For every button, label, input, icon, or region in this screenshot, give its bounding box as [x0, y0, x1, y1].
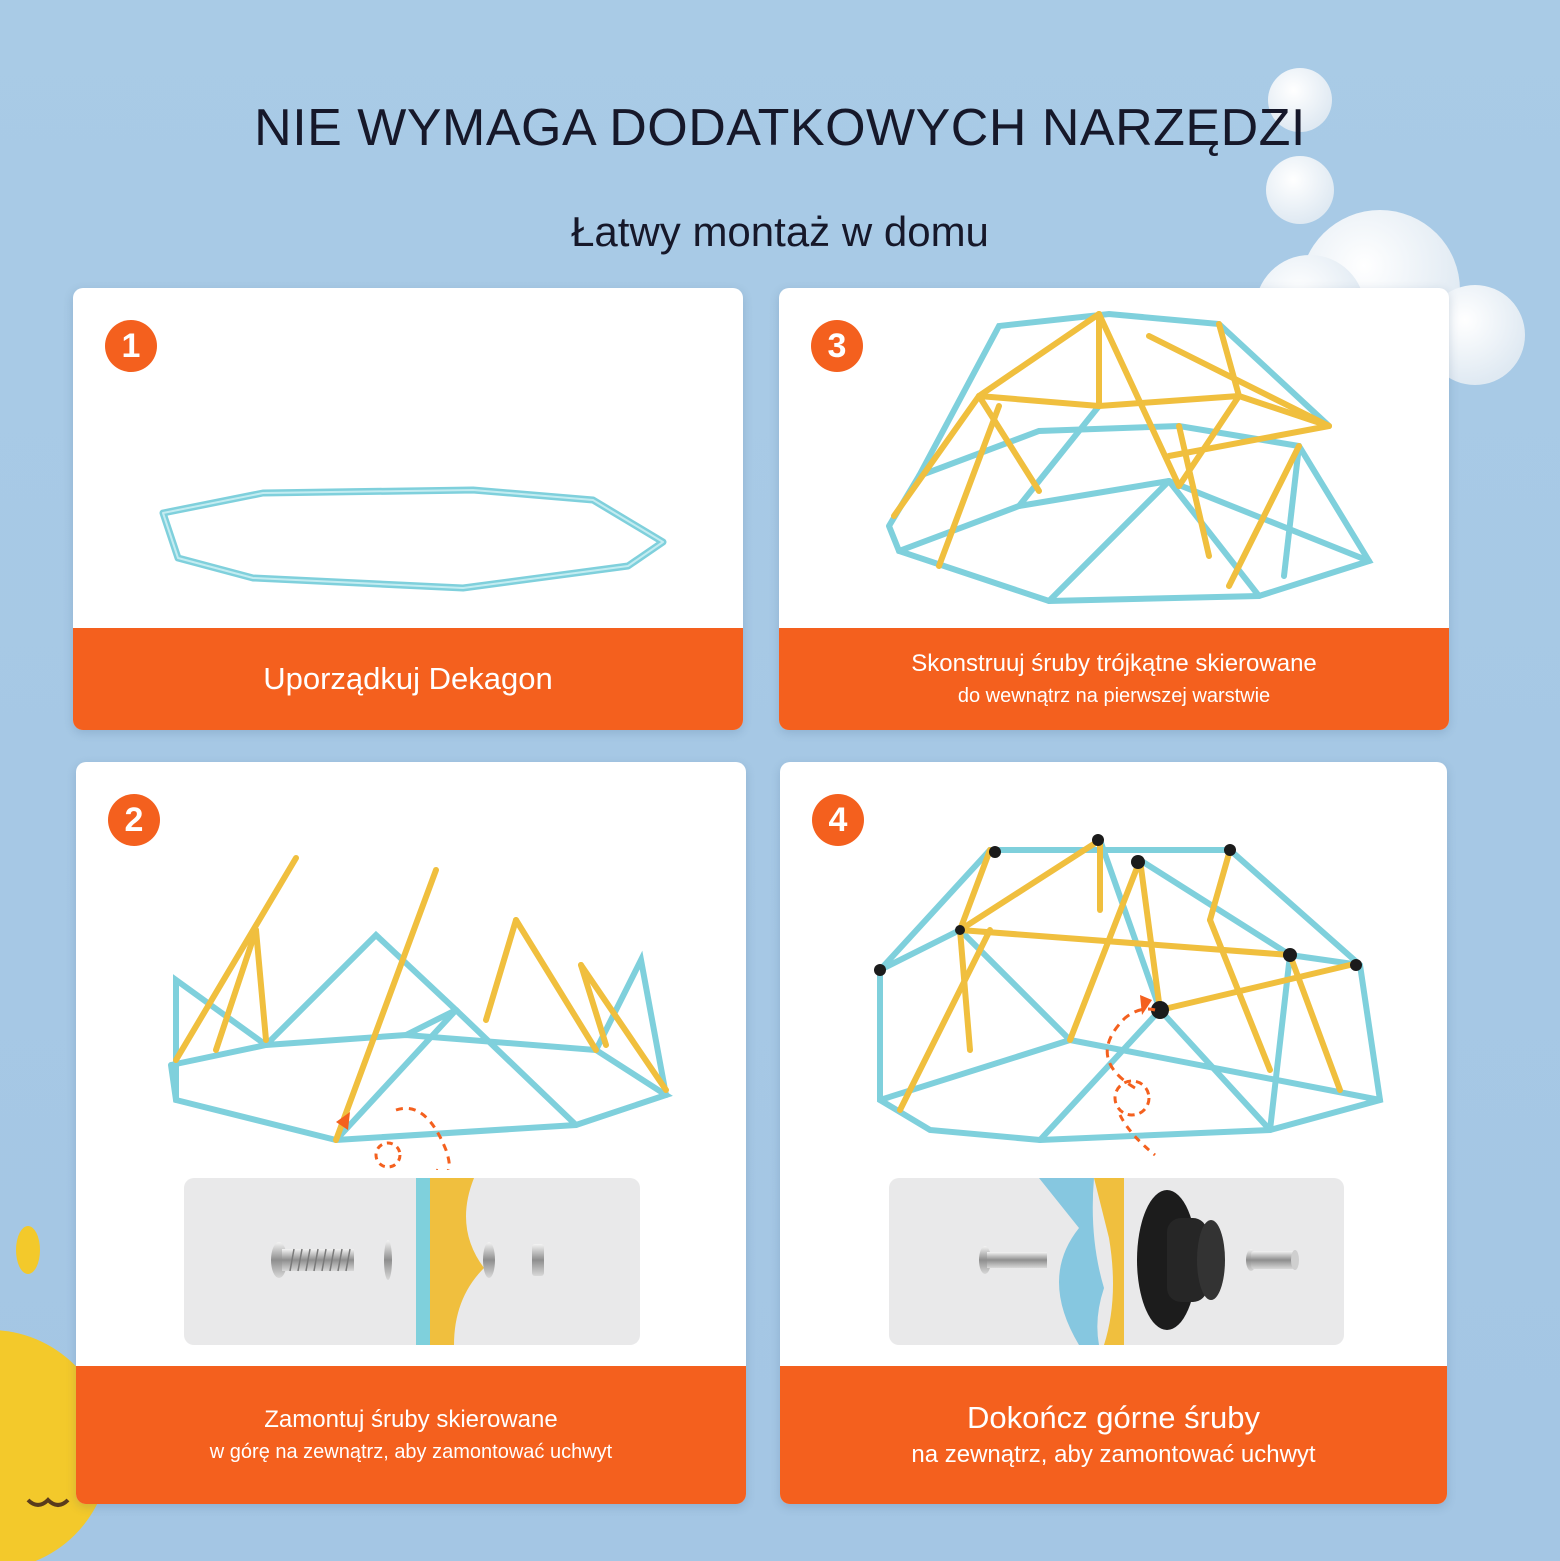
dome-layer-illustration: [886, 310, 1374, 605]
step-banner: Dokończ górne śruby na zewnątrz, aby zam…: [780, 1366, 1447, 1504]
step-description: do wewnątrz na pierwszej warstwie: [957, 685, 1271, 707]
bolt-washer-nut-illustration: [271, 1178, 544, 1345]
step-card-2: 2: [76, 762, 746, 1504]
step-card-4: 4: [780, 762, 1447, 1504]
step-banner: Uporządkuj Dekagon: [73, 628, 743, 730]
upward-struts-illustration: [168, 855, 673, 1170]
step-card-1: 1 Uporządkuj Dekagon: [73, 288, 743, 730]
step-description: na zewnątrz, aby zamontować uchwyt: [911, 1441, 1316, 1468]
step-banner: Zamontuj śruby skierowane w górę na zewn…: [76, 1366, 746, 1504]
decagon-frame-illustration: [159, 486, 667, 592]
completed-dome-illustration: [874, 834, 1384, 1157]
step-title: Dokończ górne śruby: [967, 1400, 1260, 1435]
step-number-badge: 4: [812, 794, 864, 846]
page-subtitle: Łatwy montaż w domu: [571, 208, 989, 255]
step-description: w górę na zewnątrz, aby zamontować uchwy…: [209, 1441, 613, 1463]
step-title: Zamontuj śruby skierowane: [264, 1406, 558, 1433]
step-number-badge: 1: [105, 320, 157, 372]
step-number-badge: 2: [108, 794, 160, 846]
hardware-closeup-panel: [184, 1178, 640, 1345]
step-title: Uporządkuj Dekagon: [263, 661, 553, 696]
bolt-knob-illustration: [979, 1178, 1299, 1345]
step-card-3: 3: [779, 288, 1449, 730]
step-banner: Skonstruuj śruby trójkątne skierowane do…: [779, 628, 1449, 730]
hardware-closeup-panel: [889, 1178, 1344, 1345]
step-title: Skonstruuj śruby trójkątne skierowane: [911, 650, 1317, 677]
step-number-badge: 3: [811, 320, 863, 372]
page-title: NIE WYMAGA DODATKOWYCH NARZĘDZI: [254, 99, 1306, 157]
